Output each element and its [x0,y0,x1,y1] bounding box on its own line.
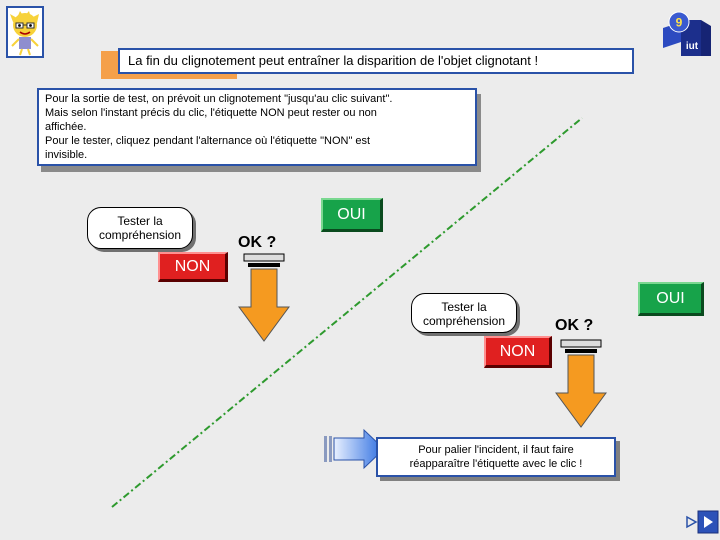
non-button-2[interactable]: NON [484,336,552,368]
info-line: invisible. [45,149,88,161]
test-bubble-label: Tester la [117,214,163,228]
info-line: Mais selon l'instant précis du clic, l'é… [45,107,377,119]
test-bubble-label: compréhension [98,228,182,242]
note-line: réapparaître l'étiquette avec le clic ! [409,458,583,470]
mascot-logo [6,6,44,58]
info-line: Pour le tester, cliquez pendant l'altern… [45,135,371,147]
ok-question-2: OK ? [555,317,594,334]
oui-button-2[interactable]: OUI [638,282,704,316]
test-bubble-label: Tester la [441,300,487,314]
test-bubble-1[interactable]: Tester la compréhension [87,207,193,249]
info-line: affichée. [45,121,87,133]
note-line: Pour palier l'incident, il faut faire [418,444,574,456]
svg-text:9: 9 [676,16,683,30]
oui-button-1[interactable]: OUI [321,198,383,232]
cartoon-character-icon [10,11,39,56]
ok-question-1: OK ? [238,234,277,251]
down-arrow-2 [555,339,607,428]
play-triangle-icon[interactable] [684,510,698,534]
next-slide-icon[interactable] [697,510,719,534]
right-arrow [324,428,385,470]
incident-note: Pour palier l'incident, il faut faire ré… [376,437,616,477]
page-badge: 9 iut [663,8,711,58]
svg-text:iut: iut [686,41,699,52]
info-box: Pour la sortie de test, on prévoit un cl… [37,88,477,166]
test-bubble-label: compréhension [422,314,506,328]
down-arrow-1 [238,253,290,342]
test-bubble-2[interactable]: Tester la compréhension [411,293,517,333]
info-line: Pour la sortie de test, on prévoit un cl… [45,93,393,105]
slide-title: La fin du clignotement peut entraîner la… [118,48,634,74]
non-button-1[interactable]: NON [158,252,228,282]
